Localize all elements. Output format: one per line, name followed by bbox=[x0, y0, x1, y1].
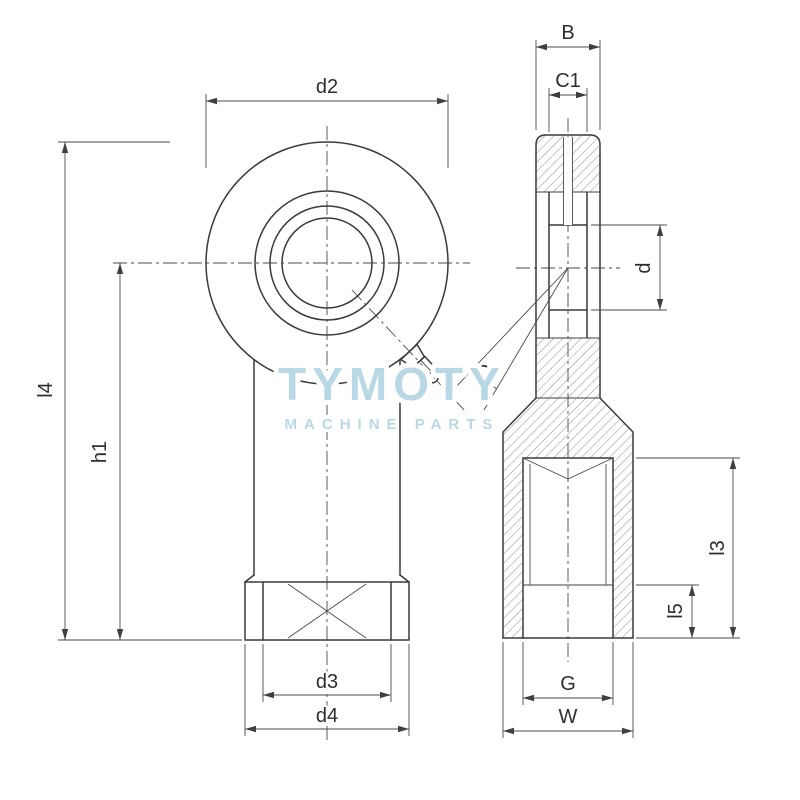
watermark: TYMOTY MACHINE PARTS bbox=[273, 353, 506, 436]
thread-bore-outline bbox=[522, 457, 614, 639]
dimension-label-l4: l4 bbox=[35, 382, 57, 398]
grease-fitting-cap bbox=[423, 368, 440, 384]
ring-bottom-section-hatch bbox=[536, 338, 600, 398]
dimension-G: G bbox=[522, 642, 614, 705]
dimension-label-h1: h1 bbox=[89, 441, 111, 463]
head-outline bbox=[535, 134, 601, 399]
dimension-label-d: d bbox=[633, 262, 655, 273]
dimension-label-d4: d4 bbox=[316, 705, 338, 727]
grease-angle-indicator bbox=[454, 267, 569, 411]
dimension-C1: C1 bbox=[548, 68, 588, 132]
outer-ring-circle bbox=[205, 141, 449, 385]
drill-cone-line bbox=[567, 457, 614, 480]
dimension-label-d3: d3 bbox=[316, 671, 338, 693]
grease-fitting-facet-line bbox=[420, 359, 432, 373]
angle-arc bbox=[471, 369, 498, 390]
base-outline bbox=[244, 581, 410, 641]
dimension-B: B bbox=[535, 20, 601, 130]
angle-reference-line bbox=[454, 267, 569, 389]
grease-fitting-facet-line bbox=[416, 363, 428, 377]
dimension-W: W bbox=[502, 642, 634, 738]
dimension-label-l3: l3 bbox=[707, 540, 729, 556]
dimension-l4: l4 bbox=[33, 141, 242, 641]
dimension-l5: l5 bbox=[636, 584, 699, 638]
grease-passage-clear bbox=[563, 137, 573, 225]
dimension-d4: d4 bbox=[244, 644, 410, 736]
dimension-d3: d3 bbox=[262, 644, 392, 702]
watermark-brand: TYMOTY bbox=[278, 358, 506, 410]
dimension-d2: d2 bbox=[205, 74, 449, 168]
watermark-tagline: MACHINE PARTS bbox=[285, 416, 500, 433]
grease-fitting bbox=[399, 343, 440, 384]
angle-reference-line bbox=[483, 267, 569, 411]
dimension-label-C1: C1 bbox=[555, 70, 581, 92]
dimension-label-l5: l5 bbox=[665, 603, 687, 619]
right-flare-chamfer bbox=[399, 574, 410, 583]
dimension-label-d2: d2 bbox=[316, 76, 338, 98]
dimension-d: d bbox=[591, 224, 667, 311]
front-view bbox=[113, 126, 470, 742]
dimension-label-W: W bbox=[559, 706, 578, 728]
bore-circle bbox=[281, 217, 373, 309]
bore-chamfer-circle bbox=[269, 205, 385, 321]
side-view bbox=[454, 118, 634, 662]
body-outline bbox=[502, 397, 634, 639]
dimension-label-G: G bbox=[560, 673, 576, 695]
dimension-label-B: B bbox=[561, 22, 574, 44]
left-flare-chamfer bbox=[244, 574, 255, 583]
ball-outer-circle bbox=[254, 190, 400, 336]
dimension-h1: h1 bbox=[87, 263, 124, 640]
flat-surface-cross-line bbox=[287, 583, 367, 639]
drill-cone-line bbox=[522, 457, 569, 480]
dimension-l3: l3 bbox=[636, 457, 740, 639]
